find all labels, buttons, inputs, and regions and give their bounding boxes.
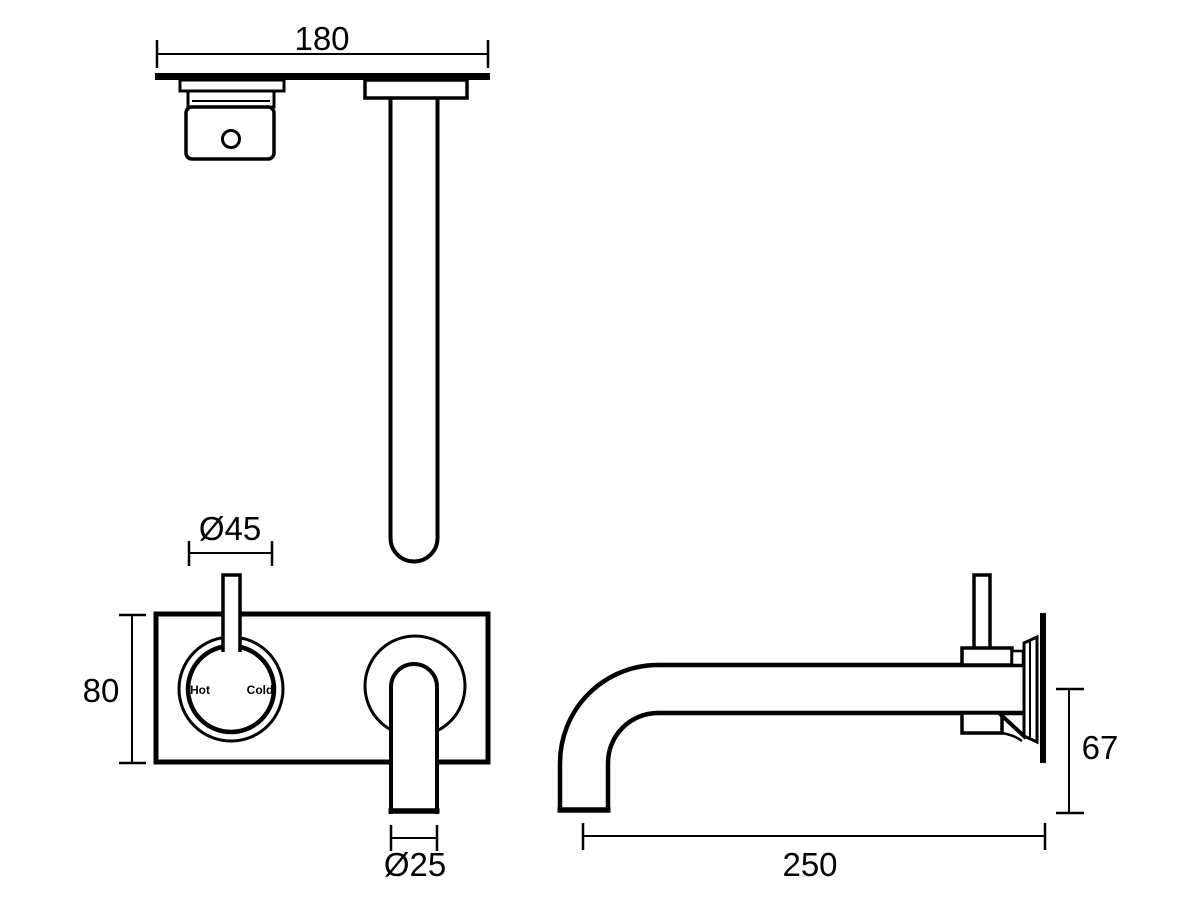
handle-lever-front: [221, 573, 242, 652]
wall-line: [1040, 613, 1046, 763]
cold-label: Cold: [247, 683, 274, 697]
dimension-80: 80: [83, 613, 146, 765]
body-upper-block: [960, 646, 1014, 667]
top-view: 180: [155, 20, 490, 564]
spout-inner-profile: [605, 710, 1023, 809]
body-lower-block: [960, 711, 1004, 735]
front-view-spout: [363, 634, 467, 814]
dim-label-spout-diameter: Ø25: [384, 846, 446, 883]
side-view: 67 250: [557, 573, 1119, 883]
handle-lever-side: [972, 573, 992, 648]
dimension-45: Ø45: [187, 510, 274, 566]
front-view-handle: Hot Cold: [177, 573, 285, 743]
top-view-plate-bar: [155, 73, 490, 80]
front-view: Ø45 80 Hot Cold: [83, 510, 491, 883]
side-view-spout: [557, 662, 1023, 813]
top-view-handle-assembly: [178, 78, 286, 161]
dim-label-spout-projection: 250: [782, 846, 837, 883]
spout-outer-profile: [557, 662, 1023, 809]
body-upper-step: [1010, 649, 1025, 667]
dimension-250: 250: [581, 823, 1047, 883]
side-view-wall-mount: [1022, 613, 1046, 763]
top-view-spout-flange: [363, 78, 469, 100]
top-view-spout-assembly: [363, 78, 469, 564]
top-view-handle-flange: [178, 78, 286, 93]
top-view-handle-collar: [186, 89, 276, 109]
top-view-spout-tube: [388, 98, 440, 564]
dimension-180: 180: [155, 20, 490, 68]
dim-label-spout-drop: 67: [1082, 729, 1119, 766]
dimension-25: Ø25: [384, 825, 446, 883]
body-lower-strut-edge: [1001, 731, 1023, 743]
spout-tube-front: [389, 662, 439, 814]
dimension-67: 67: [1056, 687, 1119, 815]
top-view-handle-pivot-circle: [221, 129, 241, 149]
body-lower-strut: [997, 711, 1028, 740]
dim-label-plate-width: 180: [294, 20, 349, 57]
dim-label-plate-height: 80: [83, 672, 120, 709]
side-view-body: [960, 573, 1028, 743]
dim-label-handle-diameter: Ø45: [199, 510, 261, 547]
hot-label: Hot: [190, 683, 210, 697]
